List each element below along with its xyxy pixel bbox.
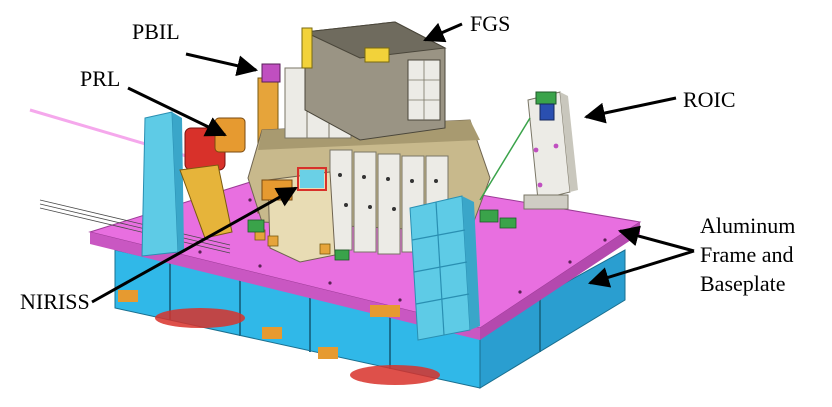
label-fgs: FGS bbox=[470, 11, 511, 36]
arrow-icon bbox=[583, 96, 677, 124]
label-niriss: NIRISS bbox=[20, 289, 90, 314]
label-roic: ROIC bbox=[683, 87, 736, 112]
arrow-icon bbox=[587, 249, 695, 288]
electronics-boards bbox=[247, 209, 517, 261]
prl-assembly bbox=[179, 117, 246, 239]
arrow-icon bbox=[617, 225, 695, 253]
frame-foot-left bbox=[155, 308, 245, 328]
arrow-icon bbox=[423, 22, 463, 43]
roic-assembly bbox=[479, 91, 578, 210]
front-panel bbox=[370, 195, 480, 341]
label-aluminum-line-2: Frame and bbox=[700, 242, 794, 267]
arrow-icon bbox=[127, 86, 227, 137]
arrow-icon bbox=[91, 186, 298, 304]
frame-foot-right bbox=[350, 365, 440, 385]
left-panel bbox=[141, 111, 184, 257]
leader-arrows bbox=[91, 22, 695, 304]
baseplate-edge-side bbox=[480, 222, 640, 340]
label-aluminum-line-3: Baseplate bbox=[700, 271, 786, 296]
fgs-assembly bbox=[301, 21, 447, 141]
arrow-icon bbox=[185, 52, 259, 77]
label-aluminum-line-1: Aluminum bbox=[700, 213, 796, 238]
label-prl: PRL bbox=[80, 66, 121, 91]
label-aluminum-frame-baseplate: Aluminum Frame and Baseplate bbox=[700, 211, 795, 298]
label-pbil: PBIL bbox=[132, 19, 180, 44]
